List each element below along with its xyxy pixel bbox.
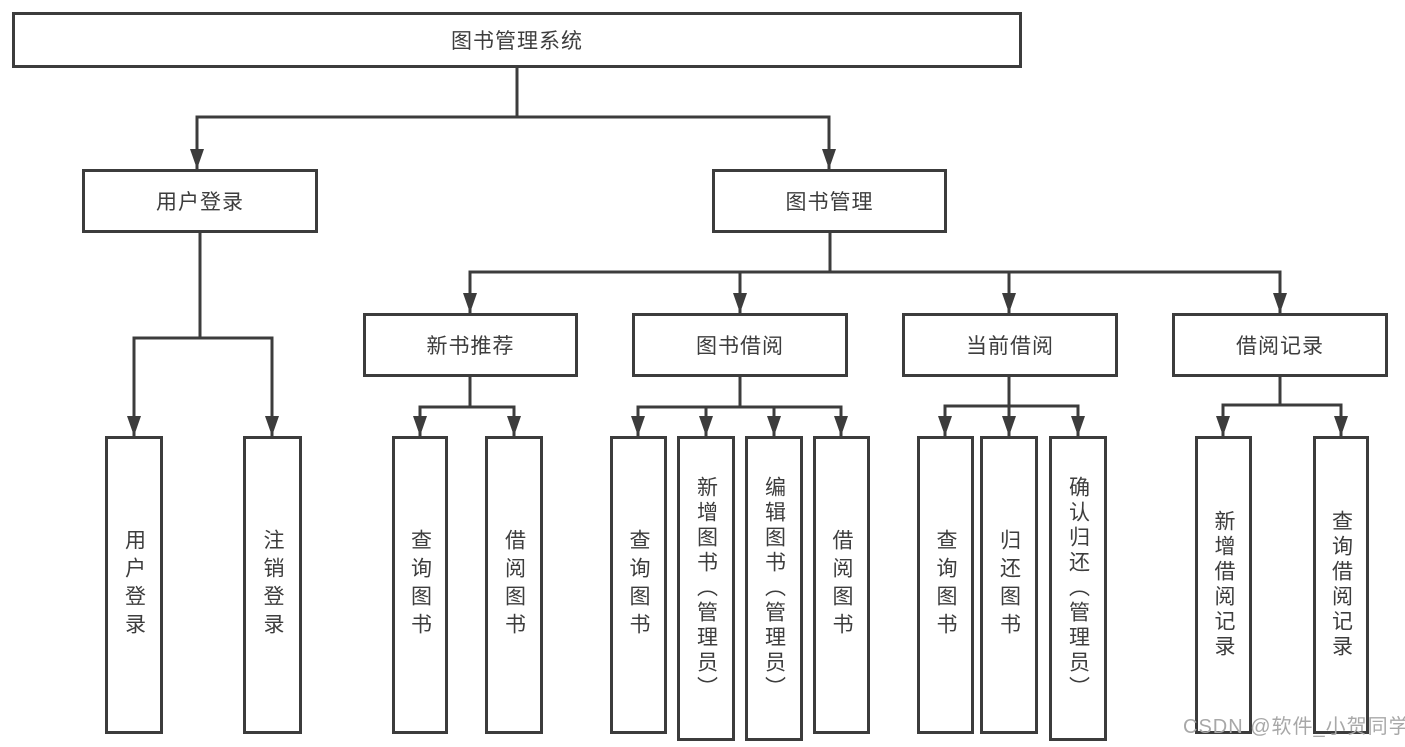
node-book-borrow-label: 图书借阅 [696, 335, 784, 358]
node-borrow-records-label: 借阅记录 [1236, 335, 1324, 358]
leaf-add-books-admin: 新增图书（管理员） [677, 436, 735, 741]
leaf-query-borrow-record-label: 查询借阅记录 [1329, 510, 1353, 660]
node-current-borrow-label: 当前借阅 [966, 335, 1054, 358]
leaf-return-books-label: 归还图书 [997, 529, 1021, 641]
leaf-query-books-recommend: 查询图书 [392, 436, 448, 734]
leaf-add-borrow-record-label: 新增借阅记录 [1212, 510, 1235, 660]
leaf-edit-books-admin-label: 编辑图书（管理员） [762, 476, 786, 701]
leaf-query-books-current-label: 查询图书 [934, 529, 957, 641]
root-node-label: 图书管理系统 [451, 30, 583, 53]
leaf-logout-label: 注销登录 [261, 529, 284, 641]
node-current-borrow: 当前借阅 [902, 313, 1118, 377]
leaf-query-books-borrow: 查询图书 [610, 436, 667, 734]
leaf-add-books-admin-label: 新增图书（管理员） [694, 476, 718, 701]
leaf-query-books-recommend-label: 查询图书 [408, 529, 432, 641]
leaf-add-borrow-record: 新增借阅记录 [1195, 436, 1252, 734]
leaf-borrow-books-recommend-label: 借阅图书 [502, 529, 526, 641]
node-book-management-label: 图书管理 [785, 191, 874, 214]
leaf-edit-books-admin: 编辑图书（管理员） [745, 436, 803, 741]
leaf-query-borrow-record: 查询借阅记录 [1313, 436, 1369, 734]
node-book-borrow: 图书借阅 [632, 313, 848, 377]
leaf-user-login-label: 用户登录 [122, 529, 146, 641]
node-book-management: 图书管理 [712, 169, 947, 233]
leaf-return-books: 归还图书 [980, 436, 1038, 734]
leaf-user-login: 用户登录 [105, 436, 163, 734]
node-borrow-records: 借阅记录 [1172, 313, 1388, 377]
node-user-login: 用户登录 [82, 169, 318, 233]
leaf-query-books-current: 查询图书 [917, 436, 974, 734]
leaf-confirm-return-admin: 确认归还（管理员） [1049, 436, 1107, 741]
node-new-book-recommend-label: 新书推荐 [426, 335, 515, 358]
leaf-borrow-books: 借阅图书 [813, 436, 870, 734]
node-new-book-recommend: 新书推荐 [363, 313, 578, 377]
leaf-logout: 注销登录 [243, 436, 302, 734]
node-user-login-label: 用户登录 [156, 191, 244, 214]
csdn-watermark: CSDN @软件_小贺同学 [1183, 716, 1405, 738]
root-node-library-system: 图书管理系统 [12, 12, 1022, 68]
leaf-query-books-borrow-label: 查询图书 [627, 529, 650, 641]
leaf-confirm-return-admin-label: 确认归还（管理员） [1066, 476, 1090, 701]
leaf-borrow-books-label: 借阅图书 [830, 529, 853, 641]
leaf-borrow-books-recommend: 借阅图书 [485, 436, 543, 734]
